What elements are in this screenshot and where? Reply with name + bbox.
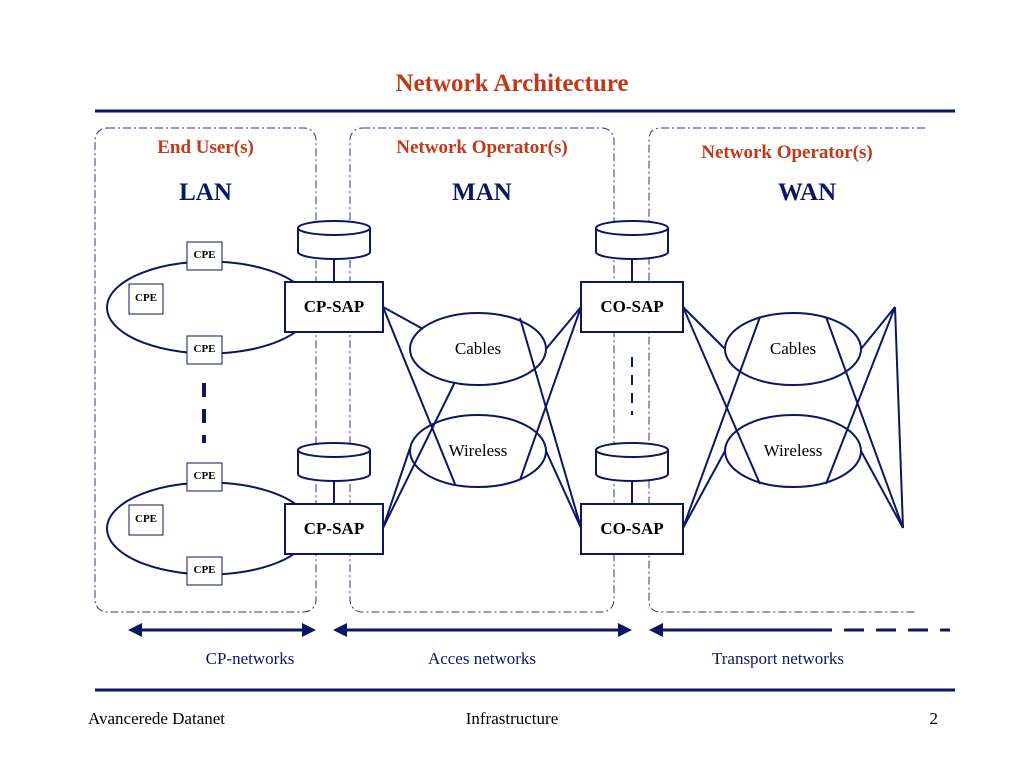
cables-label-wan: Cables	[769, 339, 817, 358]
zone-role-wan: Network Operator(s)	[701, 142, 873, 163]
lan-ring-bottom	[106, 481, 299, 576]
cpe-label: CPE	[135, 292, 157, 304]
zone-box-wan	[648, 127, 925, 613]
cables-label-man: Cables	[454, 339, 502, 358]
cpe-box	[128, 283, 164, 315]
cpe-box	[186, 462, 223, 492]
cpe-box	[186, 335, 223, 365]
cpe-box	[128, 504, 164, 536]
database-icon	[595, 220, 669, 260]
zone-role-man: Network Operator(s)	[396, 137, 568, 158]
footer-course: Avancerede Datanet	[88, 709, 226, 728]
cpe-label: CPE	[135, 513, 157, 525]
access-networks-label: Acces networks	[427, 649, 537, 668]
database-icon	[595, 442, 669, 482]
span-arrow-transport	[649, 623, 950, 637]
page-number: 2	[929, 709, 939, 728]
lan-ring-top	[106, 260, 299, 355]
zone-box-lan	[94, 127, 317, 613]
zone-name-lan: LAN	[179, 179, 232, 206]
wireless-label-man: Wireless	[448, 441, 508, 460]
cp-sap-label: CP-SAP	[303, 519, 365, 538]
transport-networks-label: Transport networks	[711, 649, 845, 668]
cp-sap-label: CP-SAP	[303, 297, 365, 316]
zone-box-man	[349, 127, 615, 613]
span-arrow-cp	[128, 623, 316, 637]
zone-name-man: MAN	[452, 179, 512, 206]
zone-name-wan: WAN	[777, 179, 837, 206]
cpe-label: CPE	[193, 470, 216, 482]
cp-sap-box	[284, 281, 384, 333]
cp-sap-box	[284, 503, 384, 555]
cpe-label: CPE	[193, 564, 216, 576]
footer-topic: Infrastructure	[465, 709, 559, 728]
cpe-box	[186, 241, 223, 271]
span-arrow-access	[333, 623, 632, 637]
co-sap-box	[580, 503, 684, 555]
database-icon	[297, 442, 371, 482]
wireless-label-wan: Wireless	[763, 441, 823, 460]
cpe-label: CPE	[193, 249, 216, 261]
co-sap-label: CO-SAP	[600, 297, 664, 316]
database-icon	[297, 220, 371, 260]
cpe-label: CPE	[193, 343, 216, 355]
co-sap-box	[580, 281, 684, 333]
slide-title: Network Architecture	[395, 70, 629, 97]
co-sap-label: CO-SAP	[600, 519, 664, 538]
cp-networks-label: CP-networks	[205, 649, 295, 668]
cpe-box	[186, 556, 223, 586]
zone-role-lan: End User(s)	[157, 137, 254, 158]
